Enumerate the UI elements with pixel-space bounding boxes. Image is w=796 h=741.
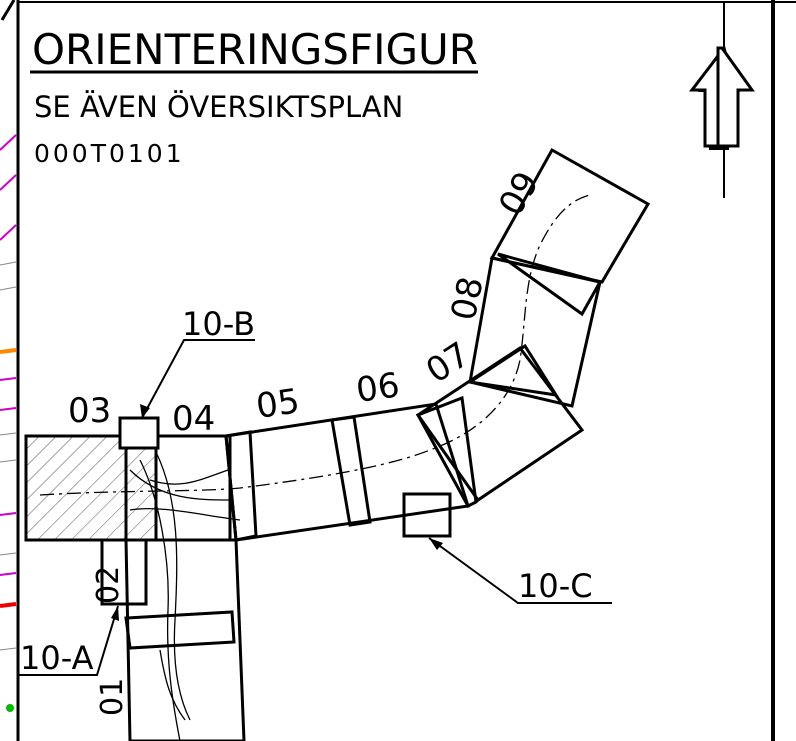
section-label-05: 05 <box>254 381 302 427</box>
detail-label-10-a: 10-A <box>20 639 94 677</box>
section-label-06: 06 <box>354 365 402 411</box>
section-07-area <box>415 343 585 508</box>
section-01-area <box>124 538 246 741</box>
section-02-area <box>100 538 148 606</box>
neighbour-sheet-strip <box>0 0 17 712</box>
drawing-number: 000T0101 <box>34 139 185 168</box>
page-subtitle: SE ÄVEN ÖVERSIKTSPLAN <box>34 90 403 124</box>
section-label-02: 02 <box>91 566 126 604</box>
page-title: ORIENTERINGSFIGUR <box>32 25 478 74</box>
north-arrow-icon <box>688 2 755 198</box>
section-label-01: 01 <box>95 678 130 716</box>
detail-label-10-c: 10-C <box>518 567 593 605</box>
section-03-area <box>24 434 158 542</box>
section-label-08: 08 <box>444 273 492 324</box>
road-centerlines <box>39 194 591 741</box>
section-09-area <box>489 147 651 284</box>
detail-label-10-b: 10-B <box>182 305 255 343</box>
detail-box-10-b <box>118 416 160 450</box>
sheet-frame <box>16 0 796 741</box>
detail-box-10-c <box>402 492 452 538</box>
leader-lines <box>18 339 612 676</box>
section-label-04: 04 <box>172 399 215 439</box>
section-label-03: 03 <box>68 391 111 431</box>
